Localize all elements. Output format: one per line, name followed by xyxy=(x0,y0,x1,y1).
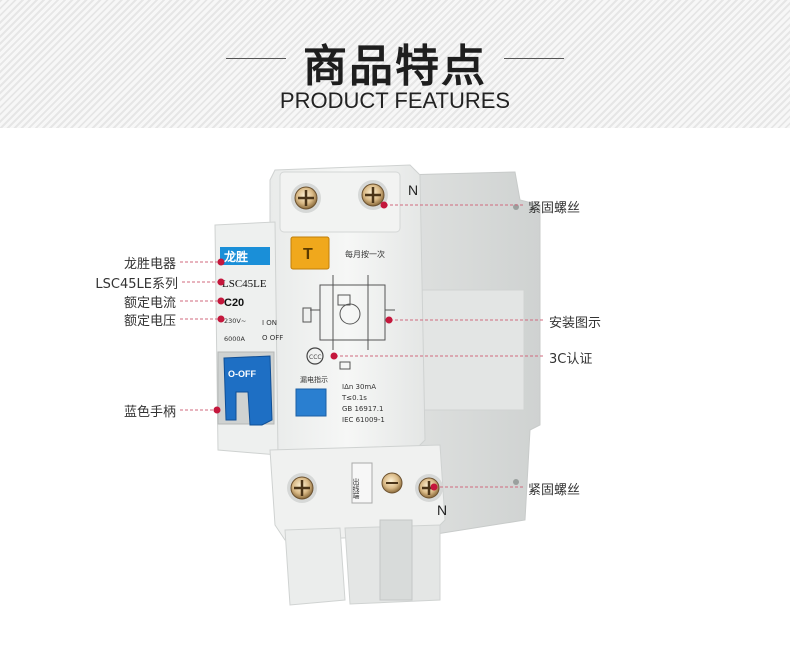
top-screw-left xyxy=(291,183,321,213)
top-screw-right xyxy=(358,180,388,210)
right-leader-lines xyxy=(335,204,543,488)
title-divider-right xyxy=(504,58,564,59)
bottom-screw-left xyxy=(287,473,317,503)
on-label: I ON xyxy=(262,319,277,327)
terminal-n-bottom: N xyxy=(437,502,447,518)
callout-install-diagram: 安装图示 xyxy=(549,316,602,331)
model-label: LSC45LE xyxy=(222,278,267,290)
wiring-diagram xyxy=(302,275,395,350)
left-leader-lines xyxy=(180,261,220,411)
test-note: 每月按一次 xyxy=(345,249,385,259)
capacity-label: 6000A xyxy=(224,335,246,343)
outlet-tag xyxy=(351,462,373,504)
left-callout-dots xyxy=(213,258,225,414)
callout-3c-cert: 3C认证 xyxy=(549,352,593,367)
svg-text:龙胜: 龙胜 xyxy=(224,249,248,264)
rcd-module xyxy=(399,171,541,536)
page-subtitle: PRODUCT FEATURES xyxy=(279,88,511,113)
spec-line-1: IΔn 30mA xyxy=(342,383,376,391)
spec-line-3: GB 16917.1 xyxy=(342,405,383,413)
rcd-symbol xyxy=(339,361,351,370)
blue-handle: O-OFF xyxy=(217,351,275,426)
outlet-label: 出线端 xyxy=(352,477,360,500)
spec-line-2: T≤0.1s xyxy=(341,394,367,402)
callout-screw-top: 紧固螺丝 xyxy=(528,201,581,216)
svg-text:CCC: CCC xyxy=(309,354,322,361)
header-banner: 商品特点 PRODUCT FEATURES xyxy=(0,0,790,128)
module-panel xyxy=(413,289,525,411)
callout-series: LSC45LE系列 xyxy=(95,277,178,292)
off-label: O OFF xyxy=(262,334,283,342)
ccc-mark: CCC xyxy=(306,347,324,365)
module-rivet-bottom xyxy=(513,479,519,485)
callout-brand: 龙胜电器 xyxy=(123,257,176,272)
callout-rated-current: 额定电流 xyxy=(123,296,176,311)
title-divider-left xyxy=(226,58,286,59)
bottom-screw-right xyxy=(415,474,443,502)
callout-screw-bottom: 紧固螺丝 xyxy=(528,483,581,498)
leak-indicator-button xyxy=(295,388,327,417)
handle-label: O-OFF xyxy=(228,369,256,379)
page-title: 商品特点 xyxy=(303,41,487,92)
callout-blue-handle: 蓝色手柄 xyxy=(123,405,176,420)
voltage-label: 230V~ xyxy=(224,317,246,325)
rating-label: C20 xyxy=(224,297,244,309)
right-callout-dots xyxy=(330,201,438,491)
svg-text:T: T xyxy=(303,246,313,263)
callout-rated-voltage: 额定电压 xyxy=(123,314,176,329)
brand-badge: 龙胜 xyxy=(220,247,270,265)
spec-line-4: IEC 61009-1 xyxy=(342,416,385,424)
bottom-screw-middle xyxy=(381,472,403,494)
leak-indicator-label: 漏电指示 xyxy=(300,375,328,384)
terminal-n-top: N xyxy=(408,182,418,198)
test-button: T xyxy=(290,236,330,270)
